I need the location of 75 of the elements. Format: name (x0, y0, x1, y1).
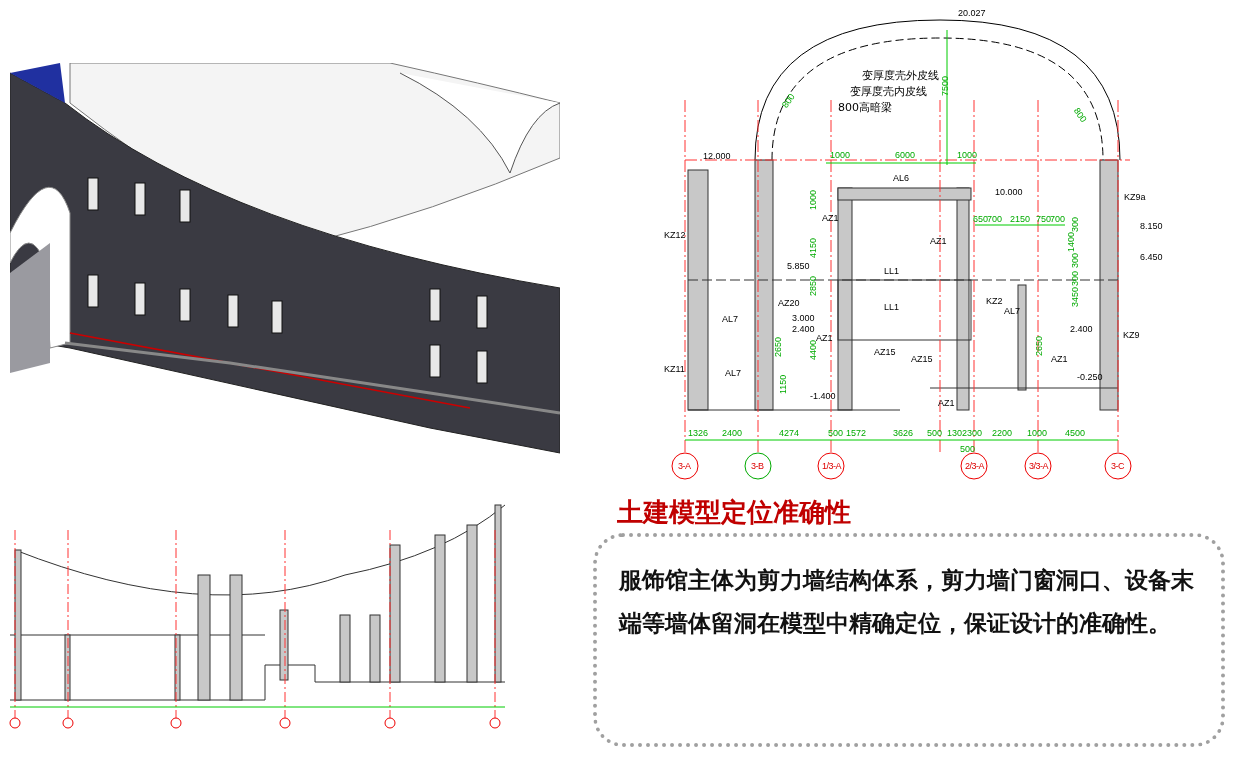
heading: 土建模型定位准确性 (617, 496, 851, 529)
member-tag: KZ11 (664, 364, 685, 374)
dimension-label: 700 (1050, 214, 1066, 224)
dimension-label: 3626 (893, 428, 914, 438)
axis-label: 1/3-A (822, 461, 841, 471)
elevation-label: -0.250 (1077, 372, 1103, 382)
member-tag: AL6 (893, 173, 909, 183)
note-label: 变厚度壳内皮线 (850, 86, 927, 98)
member-tag: LL1 (884, 266, 900, 276)
dimension-label: 700 (987, 214, 1003, 224)
member-tag: AL7 (725, 368, 741, 378)
axis-label: 2/3-A (965, 461, 984, 471)
member-tag: AZ1 (1051, 354, 1068, 364)
axis-label: 3/3-A (1029, 461, 1048, 471)
member-tag: AZ1 (816, 333, 833, 343)
dimension-label: 1400 (1066, 231, 1076, 252)
dimension-label: 2850 (808, 275, 818, 296)
dimension-label: 650 (973, 214, 989, 224)
note-label: 800高暗梁 (838, 102, 892, 114)
dimension-label: 1000 (830, 150, 851, 160)
dimension-label: 1572 (846, 428, 867, 438)
dimension-label: 2650 (1034, 335, 1044, 356)
member-tag: AZ1 (822, 213, 839, 223)
dimension-label: 500 (828, 428, 844, 438)
member-tag: AZ20 (778, 298, 800, 308)
dimension-label: 750 (1036, 214, 1052, 224)
axis-label: 3-C (1111, 461, 1124, 471)
elevation-label: 2.400 (1070, 324, 1093, 334)
dimension-label: 300 (1070, 270, 1080, 286)
dimension-label: 1000 (1027, 428, 1048, 438)
dimension-label: 1150 (778, 374, 788, 394)
dimension-label: 4274 (779, 428, 800, 438)
elevation-label: 2.400 (792, 324, 815, 334)
dimension-label: 4150 (808, 237, 818, 258)
dimension-label: 300 (967, 428, 983, 438)
elevation-label: 5.850 (787, 261, 810, 271)
paragraph: 服饰馆主体为剪力墙结构体系，剪力墙门窗洞口、设备末端等墙体留洞在模型中精确定位，保证设计的准确性。 (619, 566, 1195, 638)
dimension-label: 4500 (1065, 428, 1086, 438)
elevation-label: 6.450 (1140, 252, 1163, 262)
dimension-label: 500 (960, 444, 976, 454)
dimension-label: 2200 (992, 428, 1013, 438)
member-tag: KZ9 (1123, 330, 1140, 340)
member-tag: AZ15 (911, 354, 933, 364)
dimension-label: 800 (780, 91, 797, 110)
dimension-label: 2150 (1010, 214, 1031, 224)
member-tag: AZ15 (874, 347, 896, 357)
dimension-label: 800 (1071, 106, 1089, 125)
member-tag: AL7 (722, 314, 738, 324)
dimension-label: 7500 (940, 75, 950, 96)
dimension-label: 300 (1070, 216, 1080, 232)
member-tag: KZ9a (1124, 192, 1146, 202)
elevation-label: -1.400 (810, 391, 836, 401)
note-label: 变厚度壳外皮线 (862, 70, 939, 82)
axis-label: 3-B (751, 461, 764, 471)
dimension-label: 1326 (688, 428, 709, 438)
dimension-label: 1302 (947, 428, 968, 438)
dimension-label: 3450 (1070, 286, 1080, 307)
dimension-label: 6000 (895, 150, 916, 160)
dimension-label: 500 (927, 428, 943, 438)
dimension-label: 2400 (722, 428, 743, 438)
dimension-label: 2650 (773, 336, 783, 357)
elevation-label: 8.150 (1140, 221, 1163, 231)
dimension-label: 1000 (808, 189, 818, 210)
dimension-label: 300 (1070, 252, 1080, 268)
member-tag: KZ2 (986, 296, 1003, 306)
elevation-label: 12.000 (703, 151, 731, 161)
member-tag: KZ12 (664, 230, 686, 240)
axis-label: 3-A (678, 461, 691, 471)
elevation-label: 10.000 (995, 187, 1023, 197)
dimension-label: 1000 (957, 150, 978, 160)
member-tag: LL1 (884, 302, 900, 312)
member-tag: AL7 (1004, 306, 1020, 316)
member-tag: AZ1 (930, 236, 947, 246)
member-tag: AZ1 (938, 398, 955, 408)
elevation-label: 3.000 (792, 313, 815, 323)
